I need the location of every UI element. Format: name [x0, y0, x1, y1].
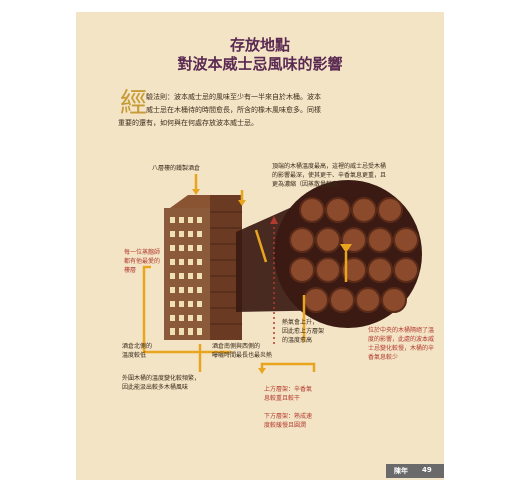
label-lower-2: 度較緩慢且圓潤	[264, 422, 307, 429]
label-ground-floor-3: 樓層	[124, 267, 137, 274]
intro-line3: 重要的還有，如何與在何處存放波本威士忌。	[118, 119, 258, 127]
label-center-warm-2: 曝曬時間最長也最炎熱	[212, 352, 273, 359]
label-top-floor-1: 頂端的木桶溫度最高，這裡的威士忌受木桶	[272, 163, 387, 170]
footer-section: 陳年	[394, 467, 408, 475]
label-heat-2: 因此愈上方層架	[282, 328, 325, 335]
label-center-cold-1: 酒倉北側的	[122, 343, 153, 350]
page-title-line2: 對波本威士忌風味的影響	[177, 55, 343, 73]
label-center-cold-2: 溫度較低	[122, 352, 147, 359]
label-ground-floor-2: 都有他最愛的	[124, 258, 161, 265]
heat-rising-arrow-icon	[270, 216, 278, 344]
label-ground-floor-1: 每一位蒸餾師	[124, 249, 161, 256]
label-building: 八層樓的鐵製酒倉	[152, 165, 201, 172]
label-upper-1: 上方層架：辛香氣	[264, 386, 313, 393]
warehouse-windows	[170, 217, 202, 335]
label-lower-1: 下方層架：熟成速	[264, 413, 313, 420]
label-middle-3: 士忌變化較慢，木桶的辛	[368, 345, 435, 352]
label-upper-2: 息較重且較干	[264, 395, 301, 402]
intro-line1: 驗法則：波本威士忌的風味至少有一半來自於木桶。波本	[146, 93, 321, 101]
arrow-heads	[192, 189, 352, 374]
label-top-floor-2: 的影響最深，使其更干、辛香氣息更重，且	[272, 172, 387, 179]
page-footer: 陳年 49	[386, 464, 444, 478]
warehouse-diagram	[142, 174, 422, 374]
label-heat-3: 的溫度愈高	[282, 337, 313, 344]
label-heat-1: 熱氣會上升，	[282, 319, 319, 326]
page-title-line1: 存放地點	[229, 36, 290, 54]
label-center-warm-1: 酒倉南側與西側的	[212, 343, 261, 350]
label-middle-2: 度的影響，此處的波本威	[368, 336, 435, 343]
warehouse-building-icon	[164, 195, 242, 340]
barrel-rack-magnifier-icon	[274, 180, 422, 328]
book-page: 存放地點 對波本威士忌風味的影響 經 驗法則：波本威士忌的風味至少有一半來自於木…	[76, 12, 444, 480]
label-outer-1: 外圍木桶的溫度變化較頻繁，	[122, 375, 201, 382]
label-middle-1: 位於中央的木桶隔絕了溫	[368, 327, 435, 334]
dropcap: 經	[120, 88, 147, 119]
label-middle-4: 香氣息較少	[368, 354, 399, 361]
page-number: 49	[422, 466, 432, 474]
intro-line2: 威士忌在木桶待的時間愈長，所含的橡木風味愈多。同樣	[146, 106, 321, 114]
label-top-floor-3: 更為濃縮（因蒸散量較高）	[272, 181, 345, 188]
label-outer-2: 因此能汲出較多木桶風味	[122, 384, 189, 391]
